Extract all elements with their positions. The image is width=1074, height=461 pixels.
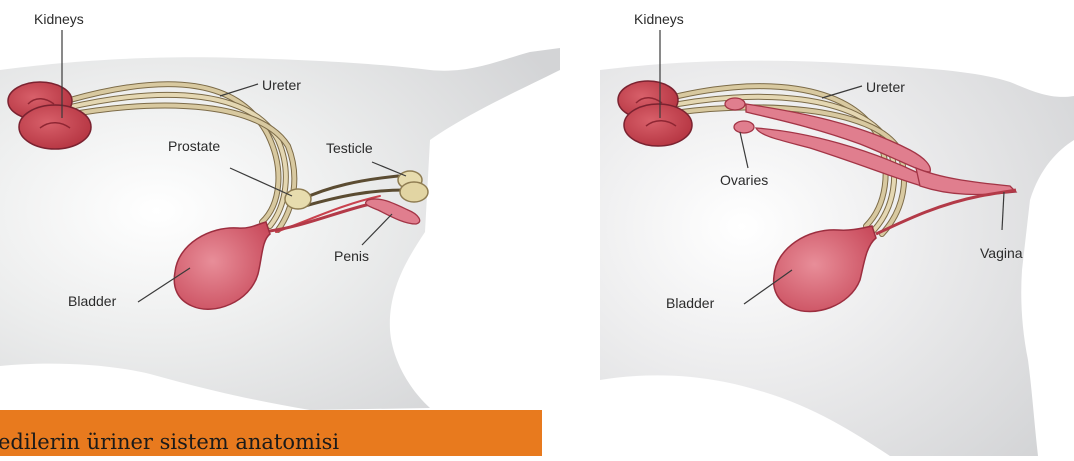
female-diagram-svg: Kidneys Ureter Ovaries Vagina Bladder (560, 0, 1074, 456)
caption-bar: edilerin üriner sistem anatomisi (0, 410, 542, 456)
f-label-kidneys: Kidneys (634, 11, 684, 27)
caption-text: edilerin üriner sistem anatomisi (0, 430, 339, 454)
label-bladder: Bladder (68, 293, 117, 309)
f-label-bladder: Bladder (666, 295, 715, 311)
male-urinary-diagram: Kidneys Ureter Prostate Testicle Penis B… (0, 0, 560, 456)
label-ureter: Ureter (262, 77, 301, 93)
label-penis: Penis (334, 248, 369, 264)
f-label-ovaries: Ovaries (720, 172, 768, 188)
female-urinary-diagram: Kidneys Ureter Ovaries Vagina Bladder (560, 0, 1074, 456)
prostate-gland (285, 189, 311, 209)
f-label-vagina: Vagina (980, 245, 1023, 261)
label-prostate: Prostate (168, 138, 220, 154)
label-testicle: Testicle (326, 140, 373, 156)
male-diagram-svg: Kidneys Ureter Prostate Testicle Penis B… (0, 0, 560, 456)
f-label-ureter: Ureter (866, 79, 905, 95)
label-kidneys: Kidneys (34, 11, 84, 27)
